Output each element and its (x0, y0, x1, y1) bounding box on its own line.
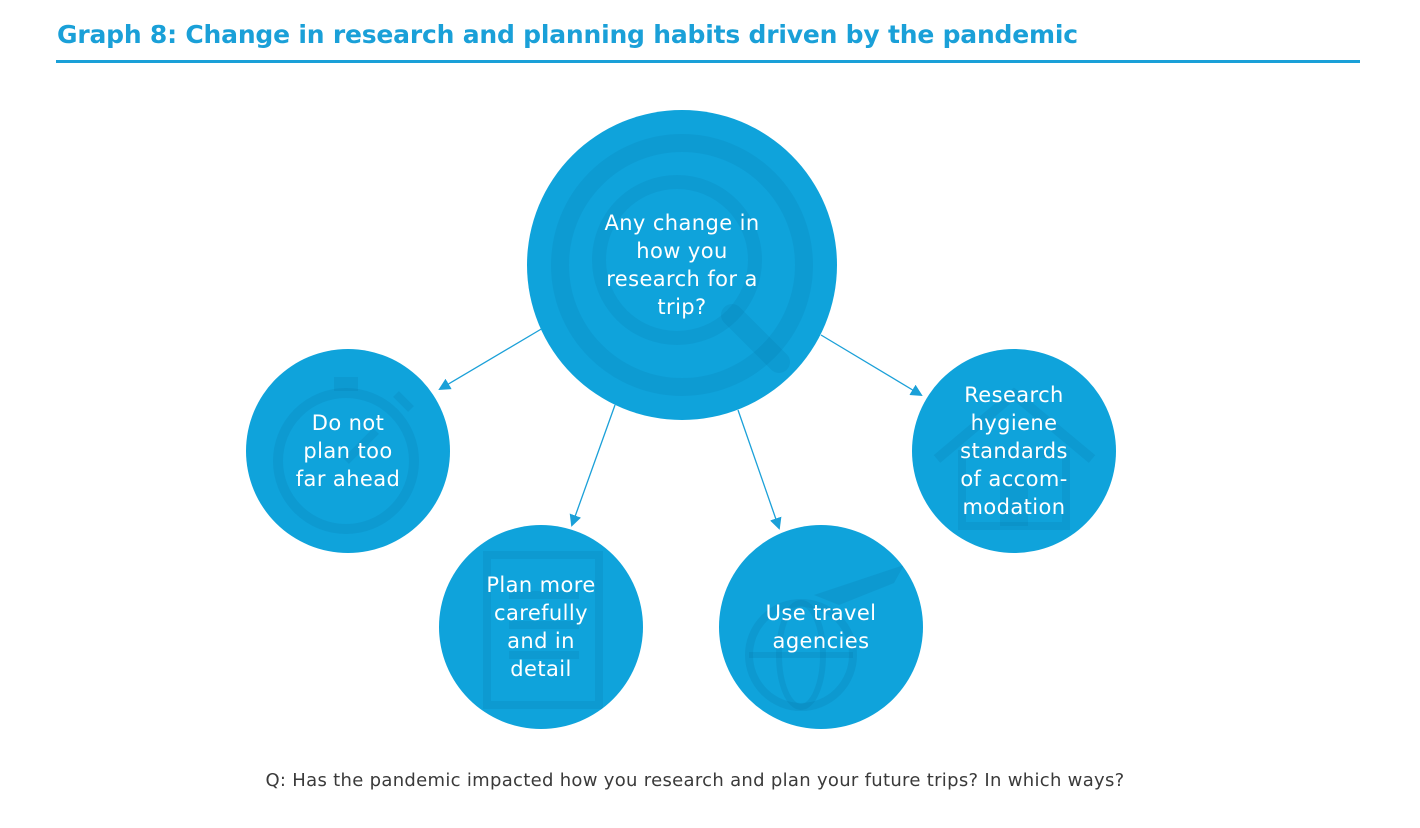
node-hygiene-standards-label: Research hygiene standards of accom- mod… (960, 383, 1068, 519)
arrow-to-plan-ahead (438, 327, 544, 391)
graph-title: Graph 8: Change in research and planning… (57, 20, 1078, 49)
node-plan-ahead-label: Do not plan too far ahead (295, 411, 401, 491)
center-node-label: Any change in how you research for a tri… (604, 211, 760, 319)
center-node: Any change in how you research for a tri… (527, 110, 837, 420)
title-divider (56, 60, 1360, 63)
arrow-to-hygiene (820, 334, 923, 397)
node-plan-carefully-label: Plan more carefully and in detail (486, 573, 596, 681)
node-travel-agencies: Use travel agencies (719, 525, 923, 729)
node-plan-carefully: Plan more carefully and in detail (439, 525, 643, 729)
node-hygiene-standards: Research hygiene standards of accom- mod… (912, 349, 1116, 553)
survey-question-footnote: Q: Has the pandemic impacted how you res… (265, 770, 1125, 791)
node-plan-ahead: Do not plan too far ahead (246, 349, 450, 553)
node-travel-agencies-label: Use travel agencies (765, 601, 877, 653)
arrow-to-agencies (737, 409, 782, 530)
arrow-to-careful (569, 404, 616, 527)
